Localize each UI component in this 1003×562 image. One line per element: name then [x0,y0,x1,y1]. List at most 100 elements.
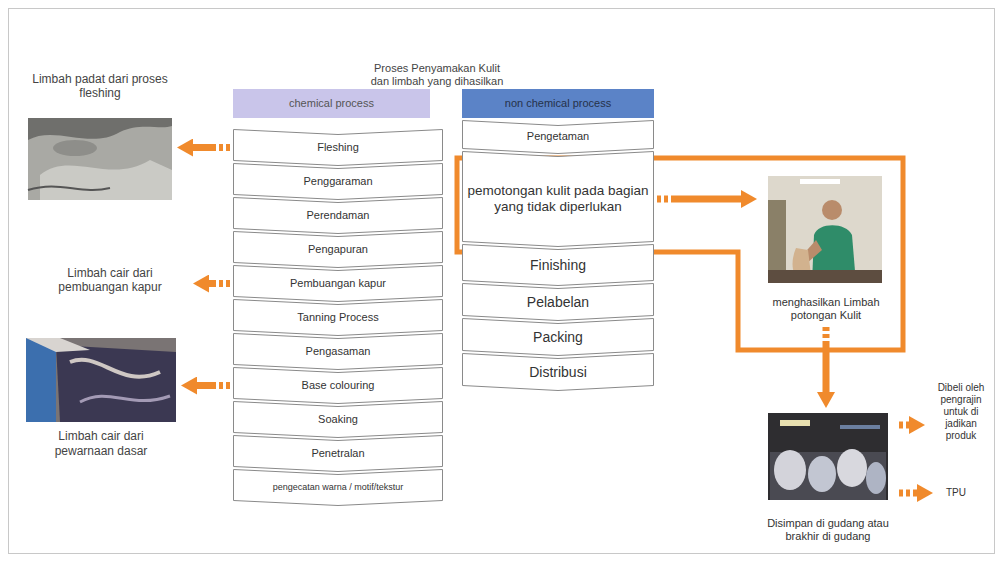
node-text: Limbah cair dari pembuangan kapur [34,266,186,295]
chevron-shape [234,232,443,268]
chevron-shape [234,164,443,200]
column-header: chemical process [233,89,430,118]
process-step: Distribusi [462,353,654,391]
node-text: Disimpan di gudang atau brakhir di gudan… [764,517,892,543]
flow-arrow [899,422,909,429]
process-step: Tanning Process [233,299,443,336]
node-text: Pengasaman [237,345,439,358]
process-step: Pengapuran [233,231,443,268]
chevron-shape [463,284,654,321]
warehouse-photo [768,413,888,500]
storage-item: Disimpan di gudang atau brakhir di gudan… [760,411,896,545]
waste-photo [28,126,172,200]
chevron-shape [234,130,443,166]
waste-photo [80,396,170,402]
flow-arrow [197,382,230,389]
waste-item: menghasilkan Limbah potongan Kulit [760,174,892,324]
node-text: Fleshing [237,141,439,154]
waste-photo [28,186,110,190]
warehouse-photo [840,425,880,429]
process-step: Perendaman [233,197,443,234]
chevron-shape [463,152,654,247]
chevron-shape [234,368,443,404]
chevron-shape [463,354,654,391]
waste-photo [40,160,172,200]
node-text: Dibeli oleh pengrajin untuk di jadikan p… [932,382,990,442]
process-step: pemotongan kulit pada bagian yang tidak … [462,151,654,247]
warehouse-photo [866,462,886,494]
waste-item: Limbah cair dari pewarnaan dasar [24,336,178,460]
node-text: pengecatan warna / motif/tekstur [237,482,439,493]
process-step: Penetralan [233,435,443,472]
node-text: chemical process [237,97,426,110]
process-step: Packing [462,318,654,356]
warehouse-photo [808,456,836,492]
outcome-note: Dibeli oleh pengrajin untuk di jadikan p… [928,380,994,446]
waste-photo [56,345,176,422]
chevron-shape [234,334,443,370]
worker-photo [800,179,840,184]
node-text: Tanning Process [237,311,439,324]
waste-photo [28,118,172,200]
chevron-shape [234,470,443,506]
process-step: Pengasaman [233,333,443,370]
warehouse-photo [774,450,806,490]
chevron-shape [463,121,654,154]
page-frame [9,9,995,554]
waste-photo [26,338,90,352]
node-text: Perendaman [237,209,439,222]
node-text: TPU [940,487,972,499]
chevron-shape [234,198,443,234]
highlight-outline [457,158,903,350]
node-text: Penggaraman [237,175,439,188]
process-step: pengecatan warna / motif/tekstur [233,469,443,506]
waste-photo [53,140,97,156]
node-text: Pelabelan [466,294,650,311]
process-step: Pembuangan kapur [233,265,443,302]
process-step: Fleshing [233,129,443,166]
warehouse-photo [780,420,810,426]
worker-photo [768,176,882,283]
chevron-shape [234,300,443,336]
chevron-shape [463,319,654,356]
flow-arrow [657,196,741,203]
node-text: Soaking [237,413,439,426]
flow-arrow [823,327,830,392]
waste-photo [70,360,160,377]
chevron-shape [463,245,654,286]
node-text: Finishing [466,257,650,274]
flow-arrow [899,490,917,497]
outcome-note: TPU [936,484,976,502]
flow-arrow [193,144,230,151]
chevron-shape [234,436,443,472]
node-text: Pengetaman [466,130,650,143]
process-step: Soaking [233,401,443,438]
waste-item: Limbah padat dari proses fleshing [26,70,174,204]
process-step: Base colouring [233,367,443,404]
process-step: Penggaraman [233,163,443,200]
node-text: Packing [466,329,650,346]
process-step: Pengetaman [462,120,654,154]
waste-photo [26,338,56,422]
diagram-title: Proses Penyamakan Kulit dan limbah yang … [367,62,507,87]
node-text: non chemical process [466,97,650,110]
warehouse-photo [837,449,867,487]
process-step: Pelabelan [462,283,654,321]
node-text: Penetralan [237,447,439,460]
node-text: Pembuangan kapur [237,277,439,290]
node-text: Base colouring [237,379,439,392]
flow-arrow [209,280,230,287]
chevron-shape [234,266,443,302]
node-text: pemotongan kulit pada bagian yang tidak … [466,183,650,215]
node-text: menghasilkan Limbah potongan Kulit [764,296,888,322]
worker-photo [768,270,882,283]
column-header: non chemical process [462,89,654,118]
node-text: Distribusi [466,364,650,381]
node-text: Limbah cair dari pewarnaan dasar [28,429,174,458]
process-step: Finishing [462,244,654,286]
worker-photo [822,200,842,220]
waste-item: Limbah cair dari pembuangan kapur [30,262,190,298]
chevron-shape [234,402,443,438]
node-text: Limbah padat dari proses fleshing [30,72,170,101]
node-text: Pengapuran [237,243,439,256]
